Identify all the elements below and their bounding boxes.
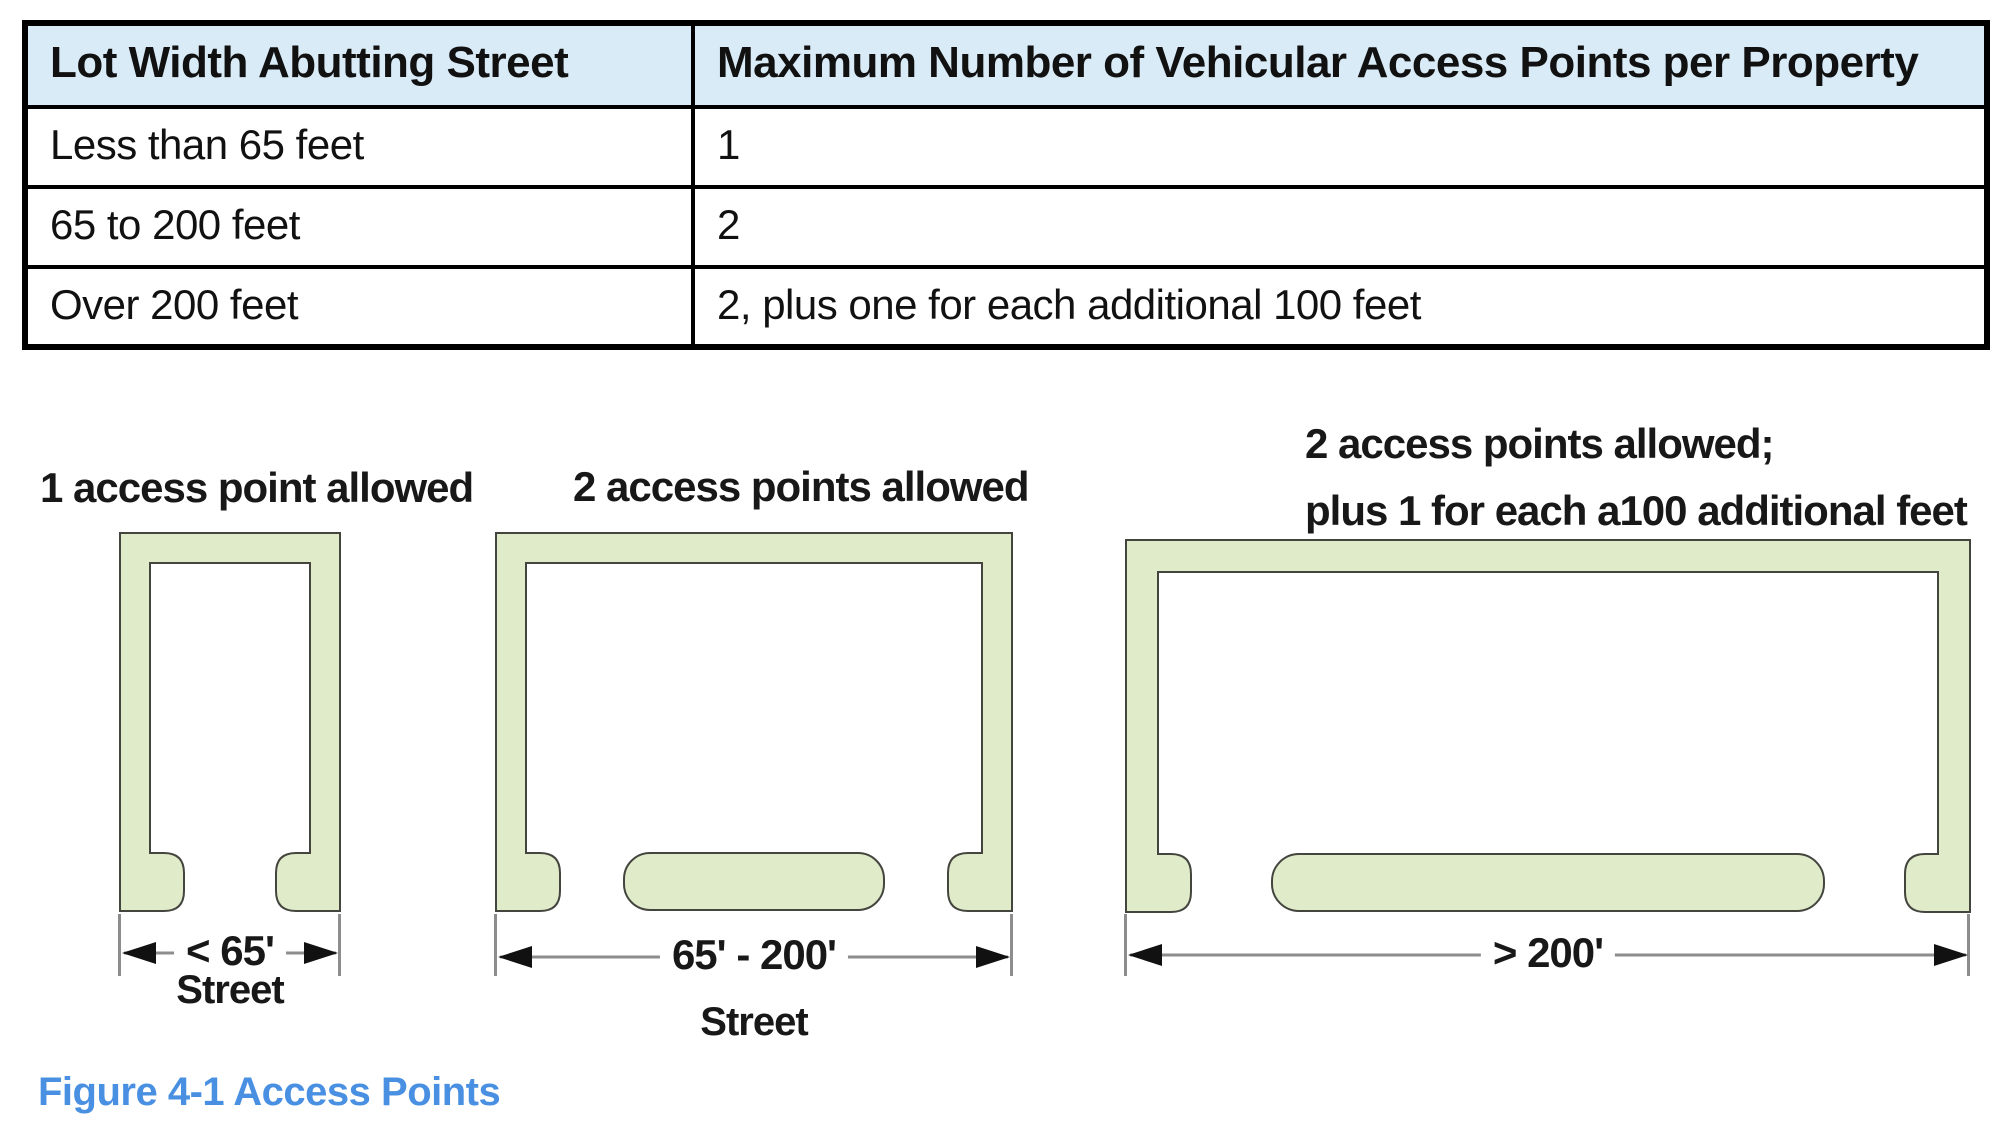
right-arrowhead-icon [976, 946, 1010, 968]
table-cell: 2, plus one for each additional 100 feet [691, 265, 1989, 349]
lot-diagram-3 [1125, 539, 1971, 913]
dimension-label: < 65' [174, 927, 286, 976]
table-cell: 2 [691, 185, 1989, 269]
left-arrowhead-icon [1128, 944, 1162, 966]
dimension-3: > 200' [1126, 929, 1970, 978]
lot-frame-shape [1125, 539, 1971, 913]
dimension-label: 65' - 200' [659, 931, 849, 980]
dimension-1: < 65' [120, 927, 340, 976]
diagram-1-title: 1 access point allowed [40, 464, 474, 511]
dimension-extension-line [1010, 914, 1013, 976]
street-label: Street [700, 1000, 808, 1044]
dimension-extension-line [338, 914, 341, 976]
lot-diagram-2 [495, 532, 1013, 912]
table-cell: Over 200 feet [23, 265, 695, 349]
diagram-2-title: 2 access points allowed [573, 463, 1030, 510]
table-row: 65 to 200 feet 2 [23, 185, 1989, 269]
dimension-label: > 200' [1480, 929, 1616, 978]
dimension-2: 65' - 200' [496, 931, 1012, 980]
diagram-3-title-line2: plus 1 for each a100 additional feet [1305, 487, 1968, 534]
dimension-extension-line [494, 914, 497, 976]
street-label: Street [176, 968, 284, 1012]
median-bar-shape [623, 852, 885, 911]
table-cell: 1 [691, 105, 1989, 189]
dimension-extension-line [118, 914, 121, 976]
table-row: Less than 65 feet 1 [23, 105, 1989, 189]
figure-caption: Figure 4-1 Access Points [38, 1070, 501, 1114]
table-header-row: Lot Width Abutting Street Maximum Number… [23, 21, 1989, 109]
table-header-lot-width: Lot Width Abutting Street [23, 21, 695, 109]
dimension-extension-line [1967, 914, 1970, 976]
lot-frame-shape [495, 532, 1013, 912]
table-cell: Less than 65 feet [23, 105, 695, 189]
left-arrowhead-icon [122, 942, 156, 964]
table-cell: 65 to 200 feet [23, 185, 695, 269]
left-arrowhead-icon [498, 946, 532, 968]
diagram-3-title-line1: 2 access points allowed; [1305, 420, 1775, 467]
access-points-table: Lot Width Abutting Street Maximum Number… [22, 20, 1990, 350]
lot-diagram-1 [119, 532, 341, 912]
right-arrowhead-icon [1934, 944, 1968, 966]
median-bar-shape [1271, 853, 1825, 912]
right-arrowhead-icon [304, 942, 338, 964]
lot-frame-shape [119, 532, 341, 912]
table-header-max-access-points: Maximum Number of Vehicular Access Point… [691, 21, 1989, 109]
table-row: Over 200 feet 2, plus one for each addit… [23, 265, 1989, 349]
dimension-extension-line [1124, 914, 1127, 976]
